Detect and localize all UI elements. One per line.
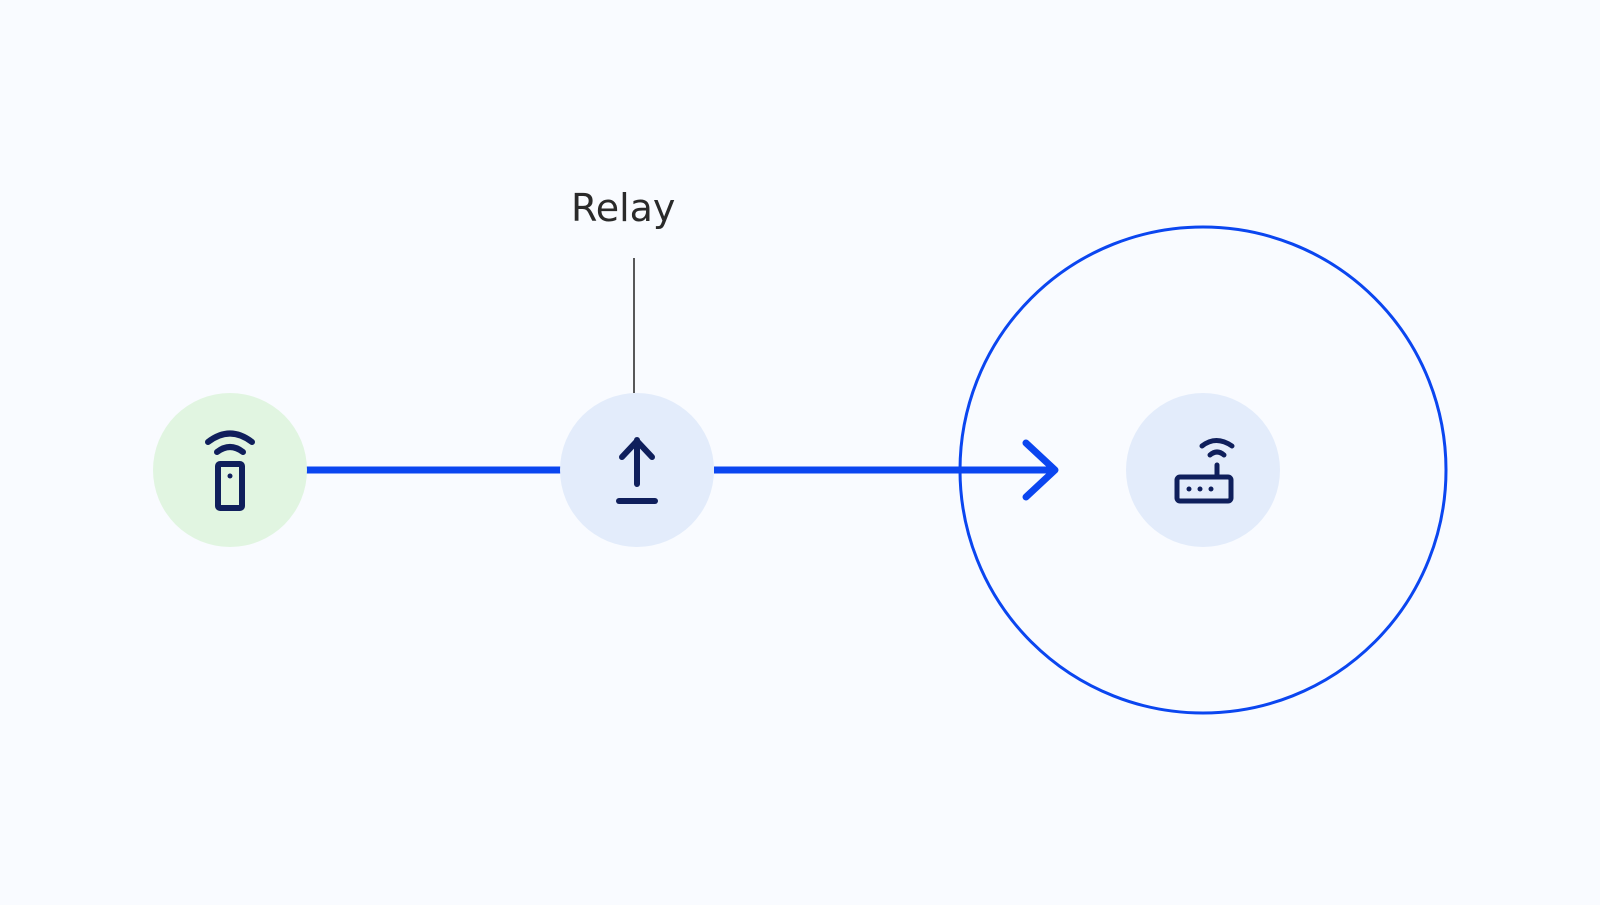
relay-node [560,393,714,547]
wireless-remote-icon [205,430,255,511]
upload-icon [616,437,658,504]
source-node [153,393,307,547]
wifi-router-icon [1174,438,1235,504]
flow-arrowhead [1022,439,1059,501]
destination-node [1126,393,1280,547]
relay-label: Relay [571,186,676,230]
